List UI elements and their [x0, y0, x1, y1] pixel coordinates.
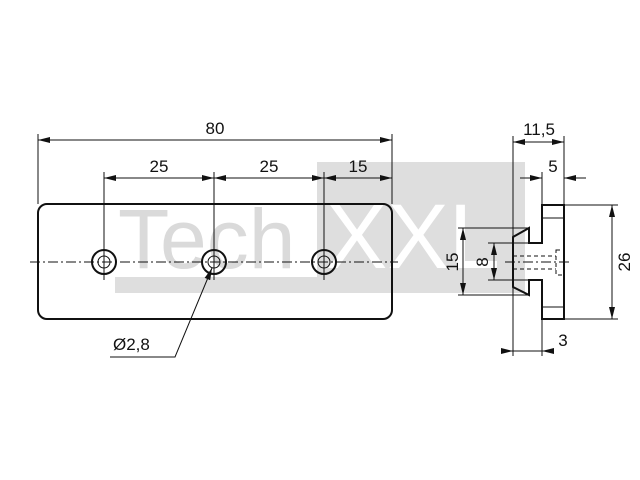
- dim-hole-diameter: Ø2,8: [113, 335, 150, 354]
- side-view: 11,5 5 26 15 8 3: [443, 120, 634, 356]
- dim-head-depth: 3: [558, 331, 567, 350]
- front-view: 80 25 25 15 Ø2,8: [30, 119, 398, 358]
- dim-overall-length: 80: [206, 119, 225, 138]
- dim-head-height: 15: [443, 253, 462, 272]
- dim-edge-offset: 15: [349, 157, 368, 176]
- dim-spacing-1: 25: [150, 157, 169, 176]
- dim-spacing-2: 25: [260, 157, 279, 176]
- watermark-band: [115, 277, 320, 293]
- watermark-xxl: XXL: [326, 186, 500, 288]
- dim-height: 26: [615, 253, 634, 272]
- dim-neck-height: 8: [473, 257, 492, 266]
- dim-flange-thickness: 5: [548, 157, 557, 176]
- leader-line: [110, 267, 213, 358]
- dim-total-depth: 11,5: [523, 120, 555, 139]
